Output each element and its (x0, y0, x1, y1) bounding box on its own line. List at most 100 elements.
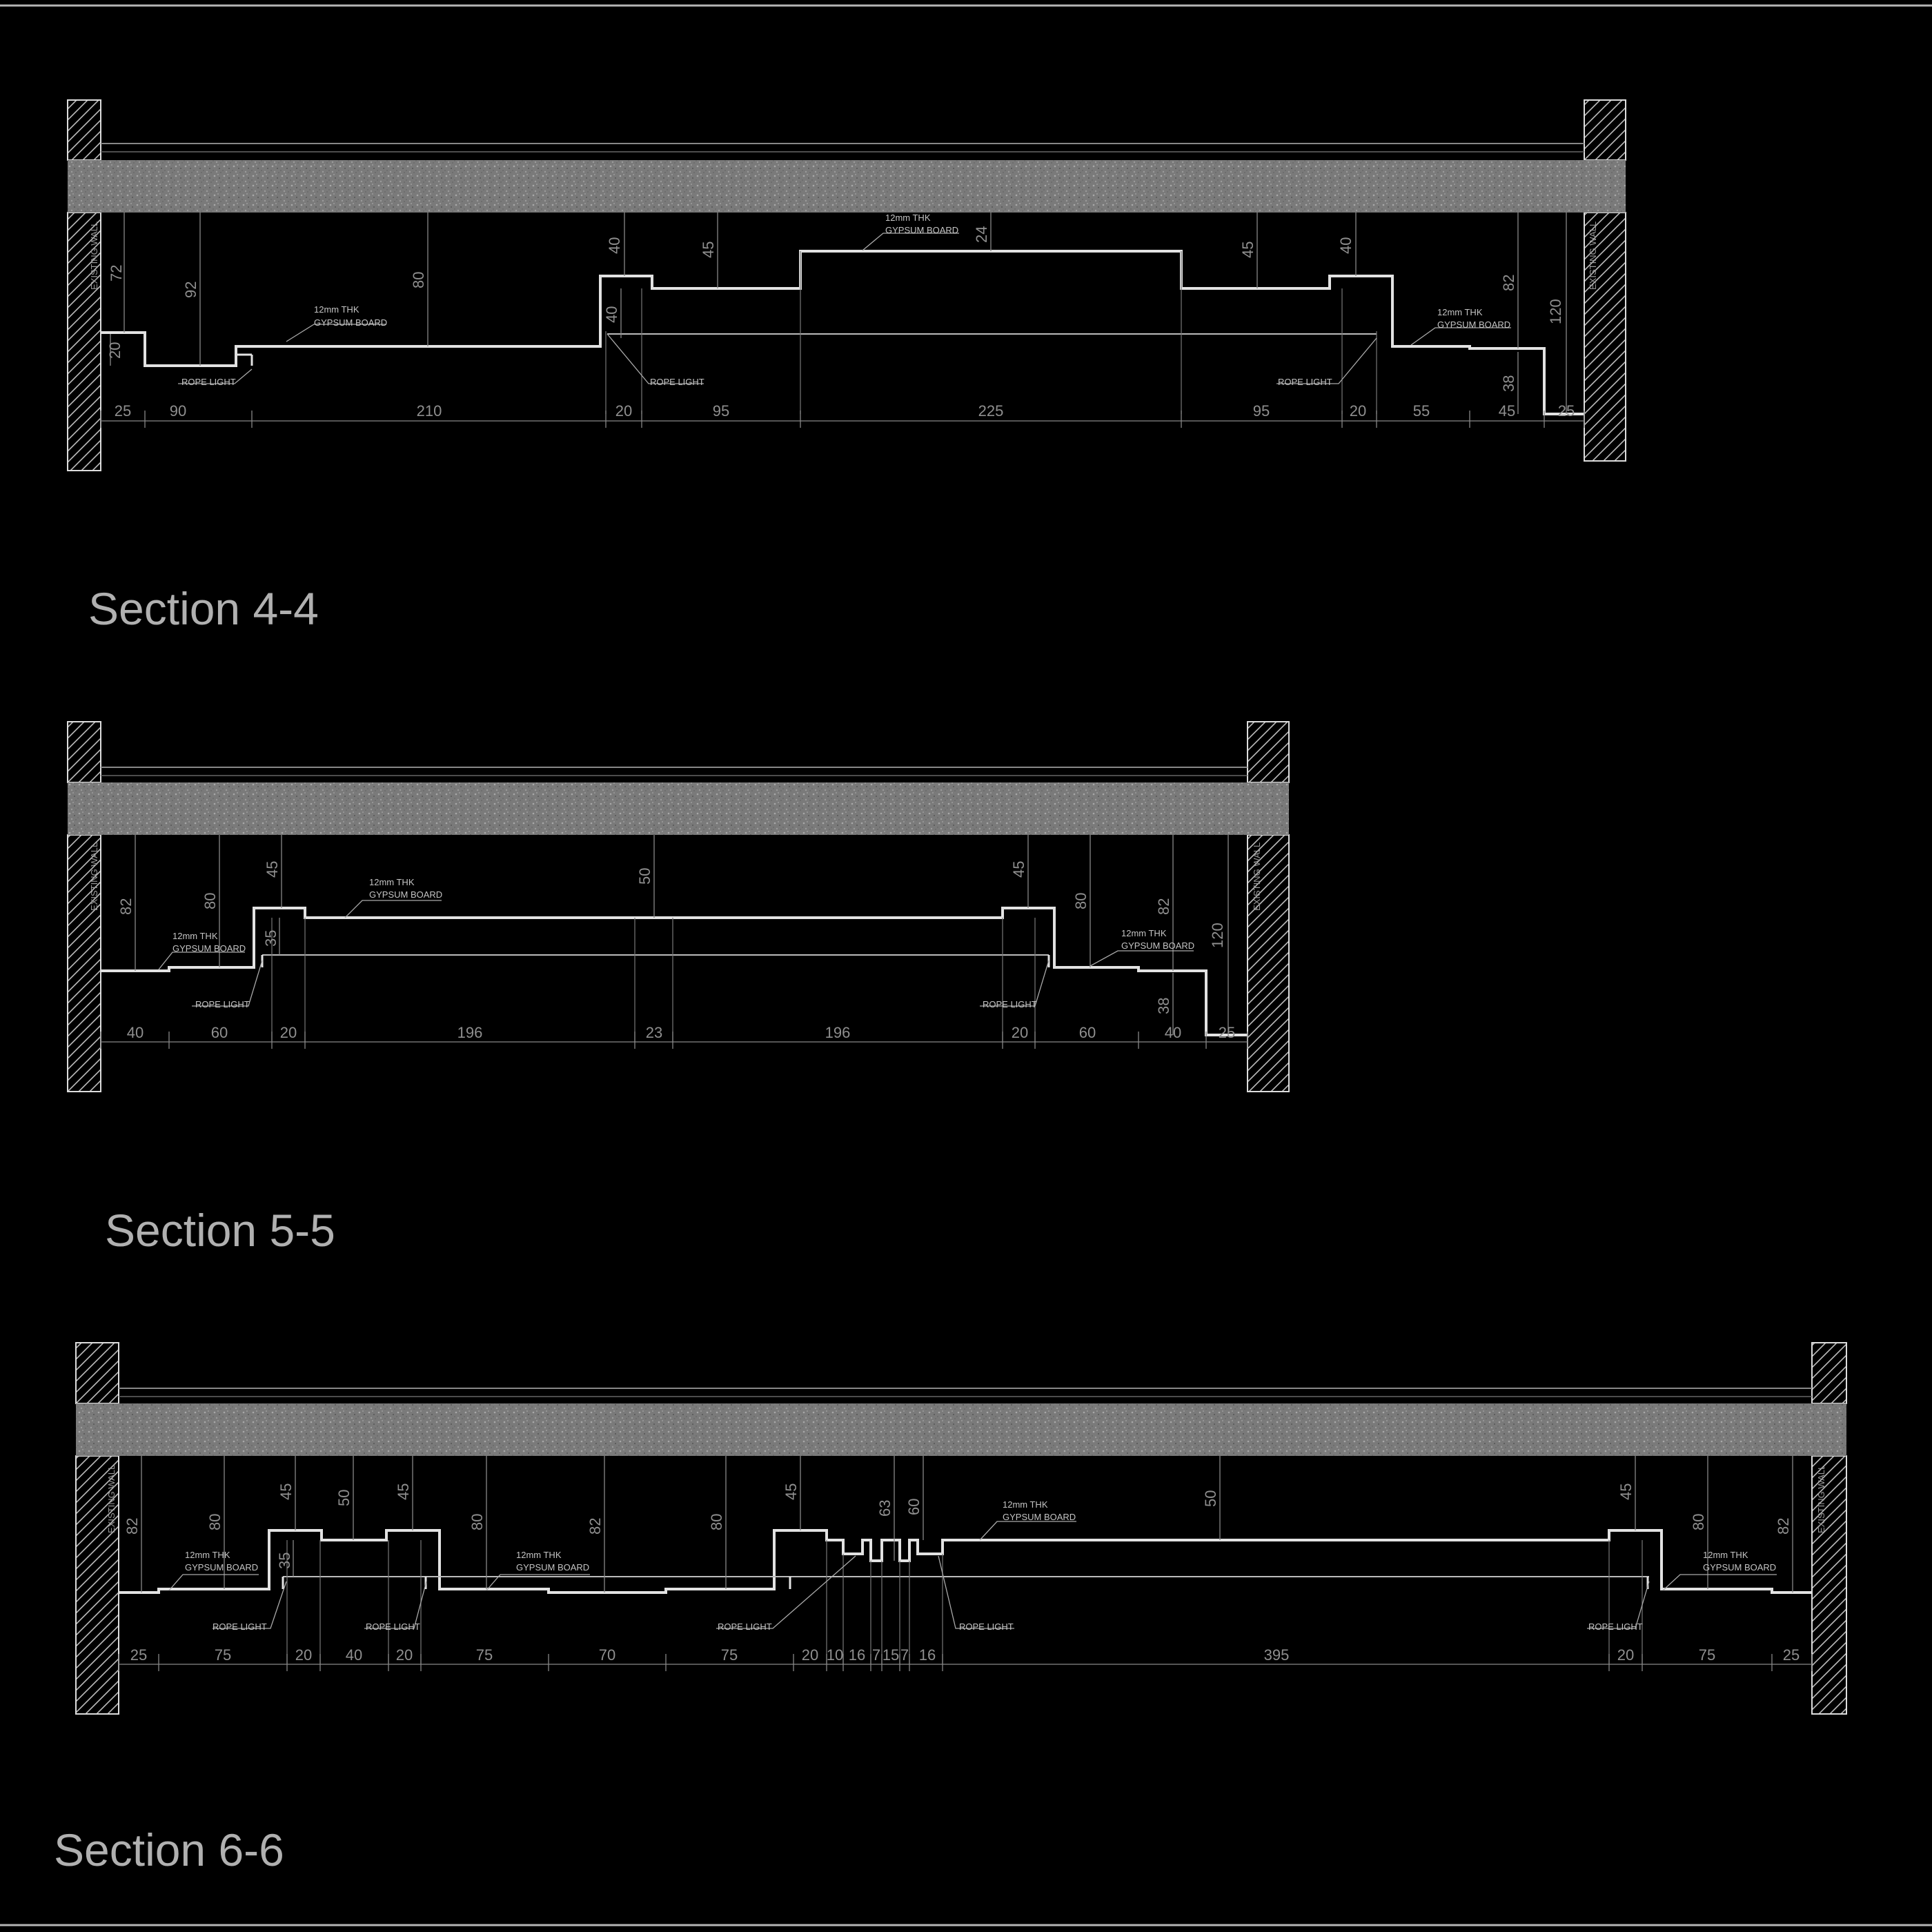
s4-dim-2: 210 (417, 402, 442, 420)
s6-note-0a: 12mm THK (185, 1550, 230, 1560)
s4-dim-5: 225 (978, 402, 1004, 420)
s4-vdim-7: 24 (973, 226, 990, 243)
s4-note-0a: 12mm THK (314, 304, 359, 315)
left-wall-upper (75, 1342, 119, 1404)
s5-vdim-6: 80 (1072, 893, 1090, 909)
s4-vdim-3: 80 (410, 272, 427, 288)
s6-dim-0: 25 (130, 1646, 147, 1664)
s5-vdim-5: 45 (1010, 861, 1027, 878)
s6-note-1b: GYPSUM BOARD (516, 1562, 589, 1573)
s4-dim-7: 20 (1350, 402, 1366, 420)
section-4-4: 72 20 92 80 40 40 45 24 45 40 82 38 120 … (67, 99, 1626, 634)
s6-dim-8: 20 (802, 1646, 818, 1664)
s6-note-3b: GYPSUM BOARD (1703, 1562, 1776, 1573)
right-wall-lower (1811, 1455, 1847, 1715)
s6-note-2a: 12mm THK (1003, 1499, 1048, 1510)
s4-dim-10: 25 (1558, 402, 1575, 420)
s5-wall-label-right: EXISTING WALL (1252, 842, 1262, 911)
s6-note-0b: GYPSUM BOARD (185, 1562, 258, 1573)
s6-rope-3: ROPE LIGHT (959, 1621, 1014, 1632)
s5-note-0a: 12mm THK (369, 877, 415, 887)
s5-note-2a: 12mm THK (1121, 928, 1167, 938)
s4-dim-6: 95 (1253, 402, 1270, 420)
s4-rope-2: ROPE LIGHT (1278, 377, 1332, 387)
s6-dim-3: 40 (346, 1646, 362, 1664)
s4-vdim-6: 45 (700, 241, 717, 258)
s6-dim-16: 20 (1617, 1646, 1634, 1664)
s5-dim-5: 196 (825, 1024, 851, 1041)
s6-vdim-7: 82 (586, 1518, 604, 1535)
s6-dim-1: 75 (215, 1646, 231, 1664)
s5-vdim-9: 120 (1209, 923, 1226, 948)
right-wall-lower (1247, 834, 1290, 1092)
section-6-6: 82 80 45 35 50 45 80 82 80 45 63 60 50 4… (54, 1342, 1847, 1875)
s6-dim-12: 15 (883, 1646, 899, 1664)
s6-vdim-15: 82 (1775, 1518, 1792, 1535)
s6-vdim-11: 60 (905, 1499, 923, 1515)
s6-vdim-12: 50 (1202, 1490, 1219, 1507)
s6-rope-0: ROPE LIGHT (213, 1621, 267, 1632)
s6-dim-18: 25 (1783, 1646, 1800, 1664)
left-wall-lower (75, 1455, 119, 1715)
ceiling-profile (101, 250, 1584, 415)
s5-vdim-1: 80 (201, 893, 219, 909)
s6-vdim-8: 80 (708, 1514, 725, 1530)
s4-note-2a: 12mm THK (1437, 307, 1483, 317)
section-4-title: Section 4-4 (88, 583, 319, 634)
s6-vdim-14: 80 (1690, 1514, 1707, 1530)
left-wall-lower (67, 834, 101, 1092)
s5-dim-2: 20 (280, 1024, 297, 1041)
s4-rope-1: ROPE LIGHT (650, 377, 704, 387)
s5-vdim-4: 50 (636, 868, 653, 885)
s6-dim-5: 75 (476, 1646, 493, 1664)
s5-dim-8: 40 (1165, 1024, 1181, 1041)
s6-wall-label-left: EXISTING WALL (106, 1465, 117, 1533)
s6-dim-13: 7 (900, 1646, 909, 1664)
s4-note-2b: GYPSUM BOARD (1437, 319, 1510, 330)
s4-note-1a: 12mm THK (885, 213, 931, 223)
s6-note-1a: 12mm THK (516, 1550, 562, 1560)
s6-dim-10: 16 (849, 1646, 865, 1664)
section-5-5: 82 80 45 35 50 45 80 82 38 120 40 60 20 … (67, 721, 1290, 1256)
s6-vdim-6: 80 (469, 1514, 486, 1530)
s4-dim-9: 45 (1499, 402, 1515, 420)
s5-note-1a: 12mm THK (172, 931, 218, 941)
s5-note-2b: GYPSUM BOARD (1121, 940, 1194, 951)
s4-rope-0: ROPE LIGHT (181, 377, 236, 387)
s5-dim-9: 25 (1219, 1024, 1235, 1041)
s4-dim-1: 90 (170, 402, 186, 420)
s5-dim-7: 60 (1079, 1024, 1096, 1041)
s6-vdim-1: 80 (206, 1514, 224, 1530)
s6-vdim-13: 45 (1617, 1483, 1635, 1500)
s6-dim-4: 20 (396, 1646, 413, 1664)
s6-rope-1: ROPE LIGHT (366, 1621, 420, 1632)
s5-vdim-2: 45 (264, 861, 281, 878)
s6-note-2b: GYPSUM BOARD (1003, 1512, 1076, 1522)
s6-vdim-9: 45 (782, 1483, 800, 1500)
s5-wall-label-left: EXISTING WALL (89, 842, 99, 911)
s6-rope-4: ROPE LIGHT (1588, 1621, 1643, 1632)
s4-dim-3: 20 (615, 402, 632, 420)
s4-vdim-8: 45 (1239, 241, 1256, 258)
s4-wall-label-left: EXISTING WALL (89, 221, 99, 290)
s5-note-1b: GYPSUM BOARD (172, 943, 246, 954)
s4-wall-label-right: EXISTING WALL (1588, 221, 1598, 290)
s5-dim-3: 196 (457, 1024, 483, 1041)
s6-vdim-5: 45 (395, 1483, 412, 1500)
s5-note-0b: GYPSUM BOARD (369, 889, 442, 900)
s4-vdim-5: 40 (603, 306, 620, 323)
s6-vdim-0: 82 (124, 1518, 141, 1535)
s6-dim-7: 75 (721, 1646, 738, 1664)
s5-rope-0: ROPE LIGHT (195, 999, 250, 1009)
s5-dim-0: 40 (127, 1024, 144, 1041)
s5-dim-1: 60 (211, 1024, 228, 1041)
s4-note-0b: GYPSUM BOARD (314, 317, 387, 328)
s4-vdim-11: 38 (1500, 375, 1517, 392)
s4-vdim-1: 20 (106, 342, 124, 359)
s6-dim-17: 75 (1699, 1646, 1715, 1664)
s5-vdim-3: 35 (262, 930, 279, 947)
concrete-slab (68, 782, 1289, 835)
s4-vdim-10: 82 (1500, 275, 1517, 291)
s4-vdim-4: 40 (606, 237, 623, 254)
left-wall-lower (67, 212, 101, 471)
